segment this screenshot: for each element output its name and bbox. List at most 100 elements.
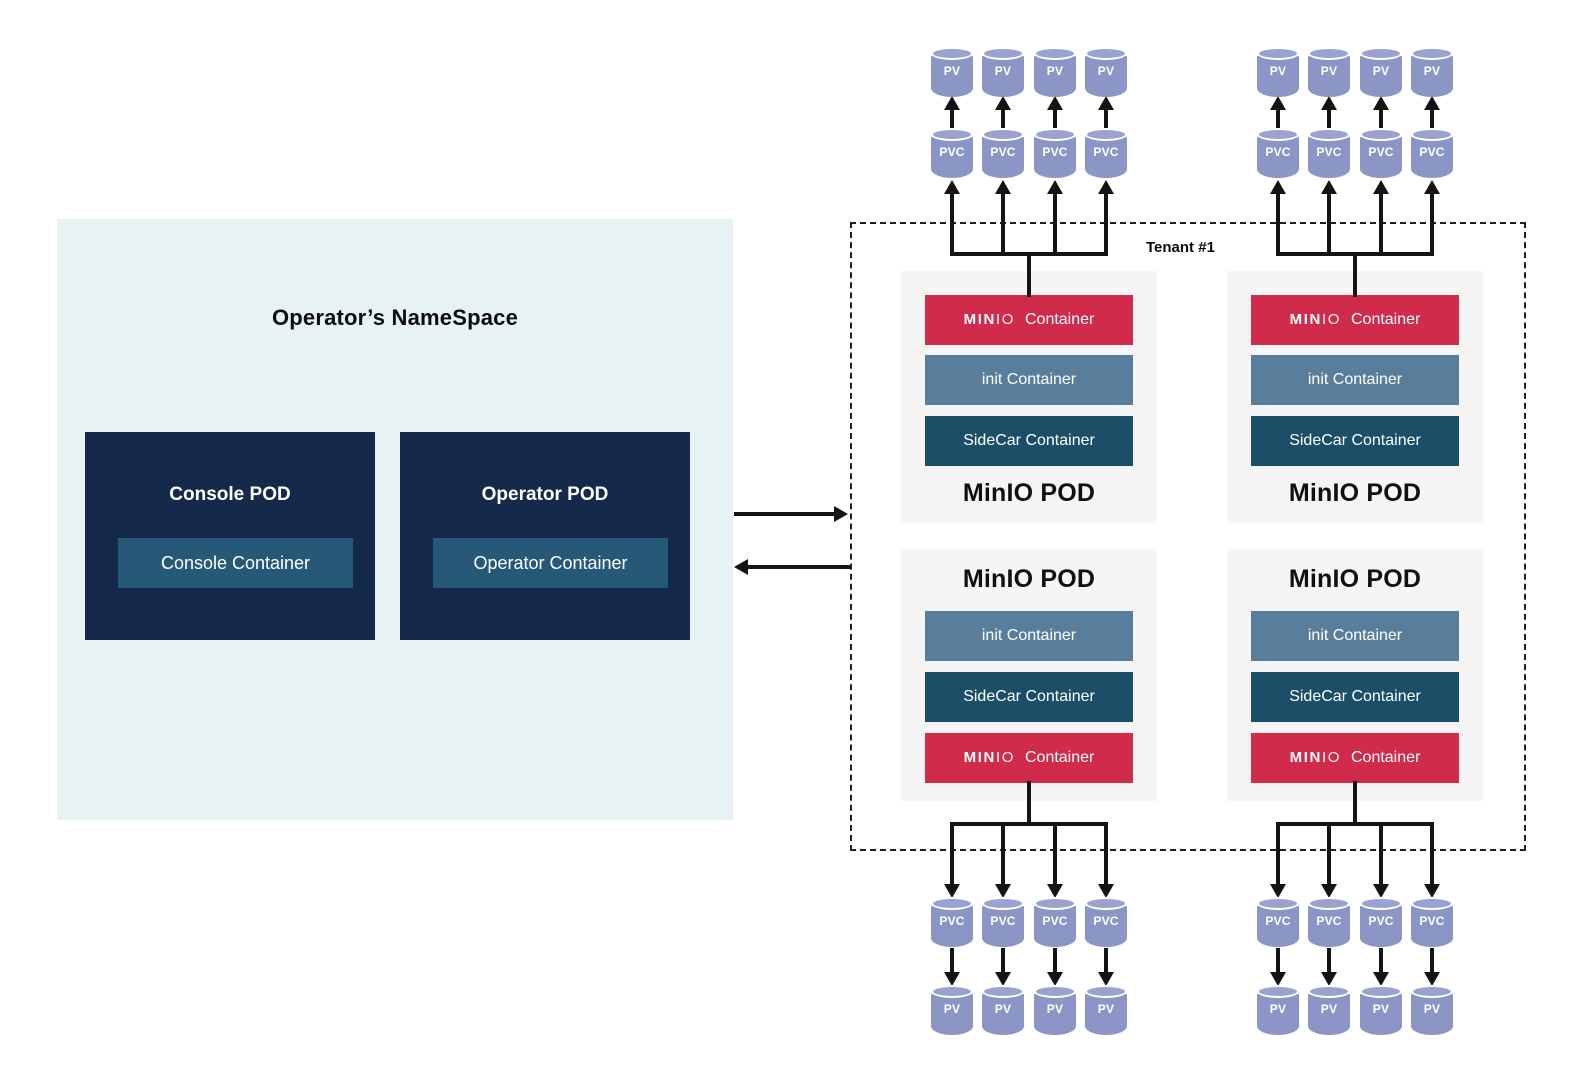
minio-container-label: Container — [1350, 311, 1421, 328]
pvc-cylinder: PVC — [1360, 897, 1402, 947]
pv-label: PV — [1320, 1002, 1338, 1016]
arrow-pvc-to-pv — [1379, 948, 1383, 972]
arrow-pod-to-pvc — [1379, 824, 1383, 884]
arrow-pod-to-pvc-head — [944, 884, 960, 898]
pv-cylinder-cap — [1360, 47, 1402, 60]
pvc-cylinder-body — [1257, 134, 1299, 178]
arrow-pod-to-pvc-head — [1321, 180, 1337, 194]
pv-cylinder-body — [1085, 53, 1127, 97]
pvc-cylinder-body — [1085, 134, 1127, 178]
pvc-cylinder-body — [1308, 903, 1350, 947]
sidecar-container-bar: SideCar Container — [1251, 416, 1459, 466]
pv-cylinder: PV — [1411, 47, 1453, 97]
arrow-pvc-to-pv-head — [1424, 96, 1440, 110]
operator-container-box: Operator Container — [433, 538, 668, 588]
pv-cylinder-cap — [1034, 985, 1076, 998]
pvc-label: PVC — [939, 914, 965, 928]
minio-logo-light: IO — [995, 311, 1015, 328]
arrow-pvc-to-pv-head — [1047, 96, 1063, 110]
pvc-cylinder-body — [931, 134, 973, 178]
arrow-pod-to-pvc — [1104, 824, 1108, 884]
arrow-pvc-to-pv-head — [944, 96, 960, 110]
pvc-cylinder-body — [1085, 903, 1127, 947]
arrow-pod-to-pvc — [1104, 192, 1108, 254]
pvc-cylinder-cap — [1034, 128, 1076, 141]
pvc-label: PVC — [1419, 914, 1445, 928]
tenant-boundary-box — [850, 222, 1526, 851]
pvc-cylinder: PVC — [1257, 897, 1299, 947]
operator-namespace-box: Operator’s NameSpace Console POD Console… — [57, 219, 733, 820]
pv-cylinder-body — [931, 991, 973, 1035]
pv-cylinder-body — [1257, 991, 1299, 1035]
init-container-bar: init Container — [925, 611, 1133, 661]
pv-label: PV — [1423, 1002, 1441, 1016]
arrow-pvc-to-pv — [1053, 948, 1057, 972]
sidecar-container-bar: SideCar Container — [925, 672, 1133, 722]
pv-cylinder-body — [1411, 53, 1453, 97]
arrow-pvc-to-pv — [1276, 948, 1280, 972]
arrow-pod-to-pvc-head — [995, 180, 1011, 194]
pvc-label: PVC — [1316, 914, 1342, 928]
arrow-pod-to-pvc — [1327, 824, 1331, 884]
arrow-pvc-to-pv — [1276, 108, 1280, 128]
pv-cylinder-cap — [1411, 47, 1453, 60]
pv-cylinder-cap — [1085, 47, 1127, 60]
pv-cylinder: PV — [931, 985, 973, 1035]
pvc-cylinder: PVC — [1411, 897, 1453, 947]
arrow-pod-to-pvc — [1001, 824, 1005, 884]
pvc-cylinder-body — [1411, 134, 1453, 178]
arrow-pvc-to-pv — [950, 108, 954, 128]
arrow-pvc-to-pv-head — [1424, 972, 1440, 986]
pvc-cylinder: PVC — [1308, 897, 1350, 947]
arrow-pod-to-pvc-head — [995, 884, 1011, 898]
console-pod-title: Console POD — [169, 484, 291, 505]
pvc-cylinder-body — [1034, 903, 1076, 947]
minio-logo-light: IO — [1321, 311, 1341, 328]
pv-cylinder: PV — [1411, 985, 1453, 1035]
arrow-pod-to-pvc — [1001, 192, 1005, 254]
pv-label: PV — [943, 1002, 961, 1016]
minio-pod-title: MinIO POD — [1288, 565, 1422, 593]
arrow-pod-to-pvc-head — [1373, 180, 1389, 194]
pv-cylinder-cap — [931, 985, 973, 998]
pvc-cylinder: PVC — [982, 128, 1024, 178]
arrow-pvc-to-pv — [1104, 108, 1108, 128]
arrow-tenant-to-namespace — [748, 565, 850, 569]
pvc-cylinder-cap — [1257, 128, 1299, 141]
init-container-bar: init Container — [925, 355, 1133, 405]
arrow-pod-to-pvc — [950, 824, 954, 884]
pvc-cylinder: PVC — [982, 897, 1024, 947]
pv-cylinder: PV — [1034, 47, 1076, 97]
pvc-label: PVC — [1316, 145, 1342, 159]
arrow-pvc-to-pv — [1327, 108, 1331, 128]
arrow-pod-to-pvc-head — [1047, 180, 1063, 194]
pv-label: PV — [1269, 1002, 1287, 1016]
arrow-pvc-to-pv-head — [1373, 972, 1389, 986]
tenant-label: Tenant #1 — [1146, 239, 1215, 256]
pvc-cylinder: PVC — [1085, 897, 1127, 947]
pvc-label: PVC — [1042, 914, 1068, 928]
pvc-label: PVC — [1042, 145, 1068, 159]
arrow-pod-to-pvc-head — [1373, 884, 1389, 898]
arrow-pod-to-pvc — [1430, 824, 1434, 884]
pv-label: PV — [1372, 64, 1390, 78]
pv-label: PV — [943, 64, 961, 78]
pv-label: PV — [994, 1002, 1012, 1016]
pv-cylinder-body — [1034, 53, 1076, 97]
pv-cylinder: PV — [1034, 985, 1076, 1035]
pvc-cylinder-body — [1360, 903, 1402, 947]
pv-cylinder-body — [1085, 991, 1127, 1035]
arrow-pvc-to-pv-head — [995, 972, 1011, 986]
pvc-cylinder: PVC — [1360, 128, 1402, 178]
minio-pod-title: MinIO POD — [962, 565, 1096, 593]
pv-cylinder-body — [1411, 991, 1453, 1035]
arrow-pvc-to-pv-head — [944, 972, 960, 986]
pv-cylinder: PV — [1257, 985, 1299, 1035]
pod-to-manifold-line — [1353, 781, 1357, 824]
arrow-namespace-to-tenant — [734, 512, 834, 516]
arrow-pod-to-pvc — [1053, 192, 1057, 254]
pvc-label: PVC — [1419, 145, 1445, 159]
pod-to-manifold-line — [1027, 781, 1031, 824]
arrow-pod-to-pvc-head — [1047, 884, 1063, 898]
